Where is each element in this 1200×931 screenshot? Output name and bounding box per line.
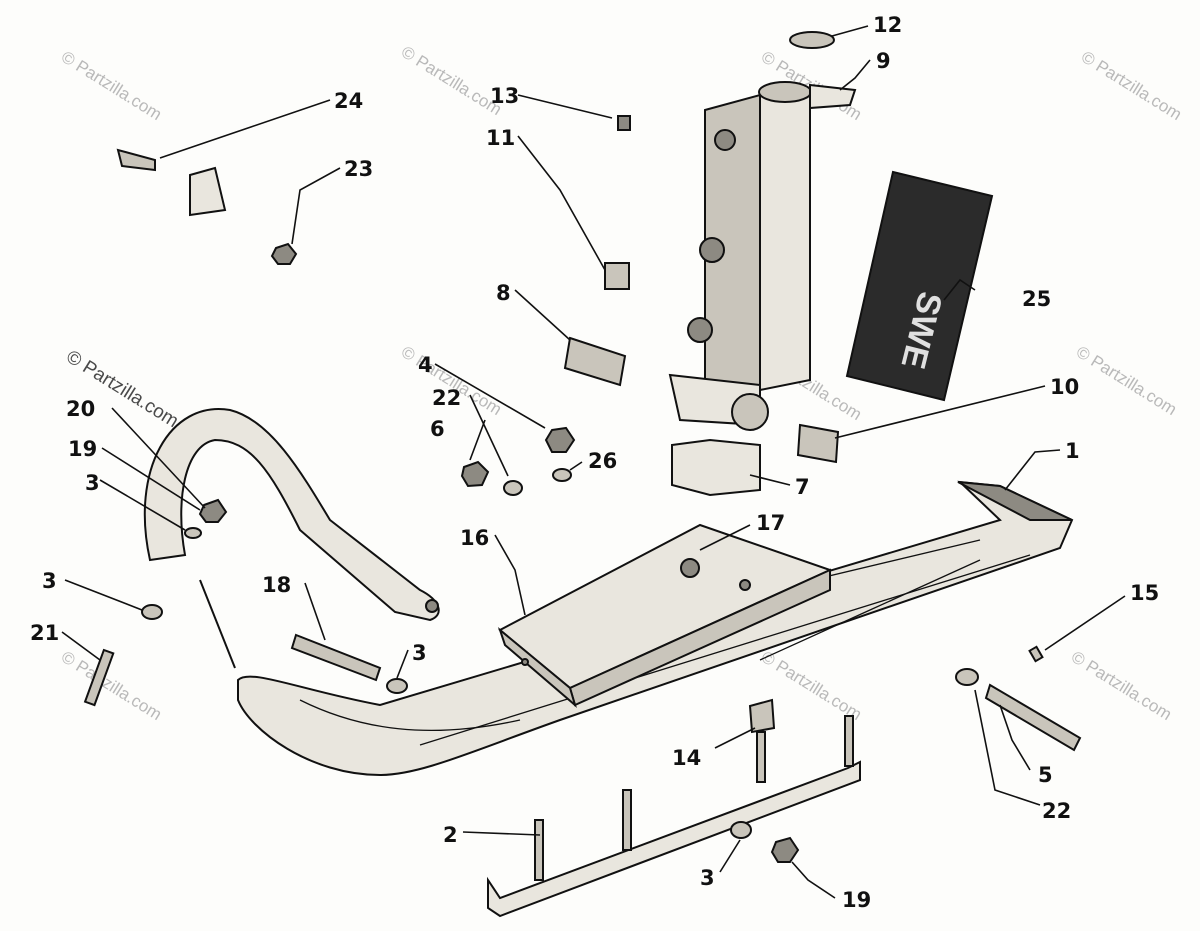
washer-3a (184, 527, 202, 539)
double-arrow (199, 579, 236, 669)
wear-bar-stud-2 (622, 789, 632, 851)
watermark-10: © Partzilla.com (1068, 647, 1175, 724)
ski-handle (143, 408, 440, 622)
decal: SWE (845, 170, 994, 402)
bolt-5 (984, 683, 1082, 752)
cotter-15 (1028, 645, 1044, 663)
callout-12: 12 (873, 13, 902, 37)
callout-1: 1 (1065, 439, 1080, 463)
wear-bar-stud-4 (844, 715, 854, 767)
washer-3d (730, 821, 752, 839)
callout-15: 15 (1130, 581, 1159, 605)
spindle (668, 81, 857, 431)
callout-2: 2 (443, 823, 458, 847)
washer-26 (552, 468, 572, 482)
wear-bar-stud-3 (756, 731, 766, 783)
callout-10: 10 (1050, 375, 1079, 399)
nut-23 (270, 242, 298, 265)
nut-19a (198, 498, 228, 523)
callout-22a: 22 (432, 386, 461, 410)
nut-4 (544, 426, 576, 453)
callout-14: 14 (672, 746, 701, 770)
leader-lines (61, 25, 1126, 899)
callout-25: 25 (1022, 287, 1051, 311)
callout-20: 20 (66, 397, 95, 421)
callouts: 1 2 3 3 3 3 3 4 5 6 7 8 9 10 11 12 13 14… (30, 13, 1159, 912)
watermark-4: © Partzilla.com (1078, 47, 1185, 124)
wear-bar-stud-1 (534, 819, 544, 881)
washer-3c (386, 678, 408, 694)
ski-saddle (497, 523, 833, 708)
callout-5: 5 (1038, 763, 1053, 787)
callout-22b: 22 (1042, 799, 1071, 823)
washer-22a (503, 480, 523, 496)
callout-8: 8 (496, 281, 511, 305)
callout-3c: 3 (412, 641, 427, 665)
saddle-bushing-17 (680, 558, 700, 578)
watermark-9: © Partzilla.com (758, 647, 865, 724)
callout-26: 26 (588, 449, 617, 473)
bushing-8 (563, 336, 627, 387)
callout-4: 4 (418, 353, 433, 377)
bolt-18 (290, 633, 382, 682)
callout-21: 21 (30, 621, 59, 645)
screw-13 (617, 115, 631, 131)
watermark-7: © Partzilla.com (1073, 342, 1180, 419)
bolt-24 (116, 148, 156, 172)
callout-7: 7 (795, 475, 810, 499)
callout-16: 16 (460, 526, 489, 550)
callout-19b: 19 (842, 888, 871, 912)
bolt-21 (83, 648, 115, 707)
bushing-10 (796, 423, 840, 464)
nut-6 (460, 460, 490, 488)
nut-14 (748, 698, 776, 734)
callout-23: 23 (344, 157, 373, 181)
nut-19b (770, 836, 800, 863)
washer-3b (141, 604, 163, 620)
tab-23-plate (189, 166, 227, 217)
callout-3b: 3 (42, 569, 57, 593)
watermark-1: © Partzilla.com (58, 47, 165, 124)
block-7 (671, 438, 761, 497)
callout-24: 24 (334, 89, 363, 113)
callout-19a: 19 (68, 437, 97, 461)
callout-9: 9 (876, 49, 891, 73)
callout-6: 6 (430, 417, 445, 441)
callout-13: 13 (490, 84, 519, 108)
callout-11: 11 (486, 126, 515, 150)
cap-12 (789, 31, 835, 49)
callout-3a: 3 (85, 471, 100, 495)
callout-17: 17 (756, 511, 785, 535)
callout-18: 18 (262, 573, 291, 597)
hardware (83, 31, 1082, 863)
washer-22b (955, 668, 979, 686)
wear-bar (487, 715, 861, 918)
callout-3d: 3 (700, 866, 715, 890)
bushing-11 (604, 262, 630, 290)
